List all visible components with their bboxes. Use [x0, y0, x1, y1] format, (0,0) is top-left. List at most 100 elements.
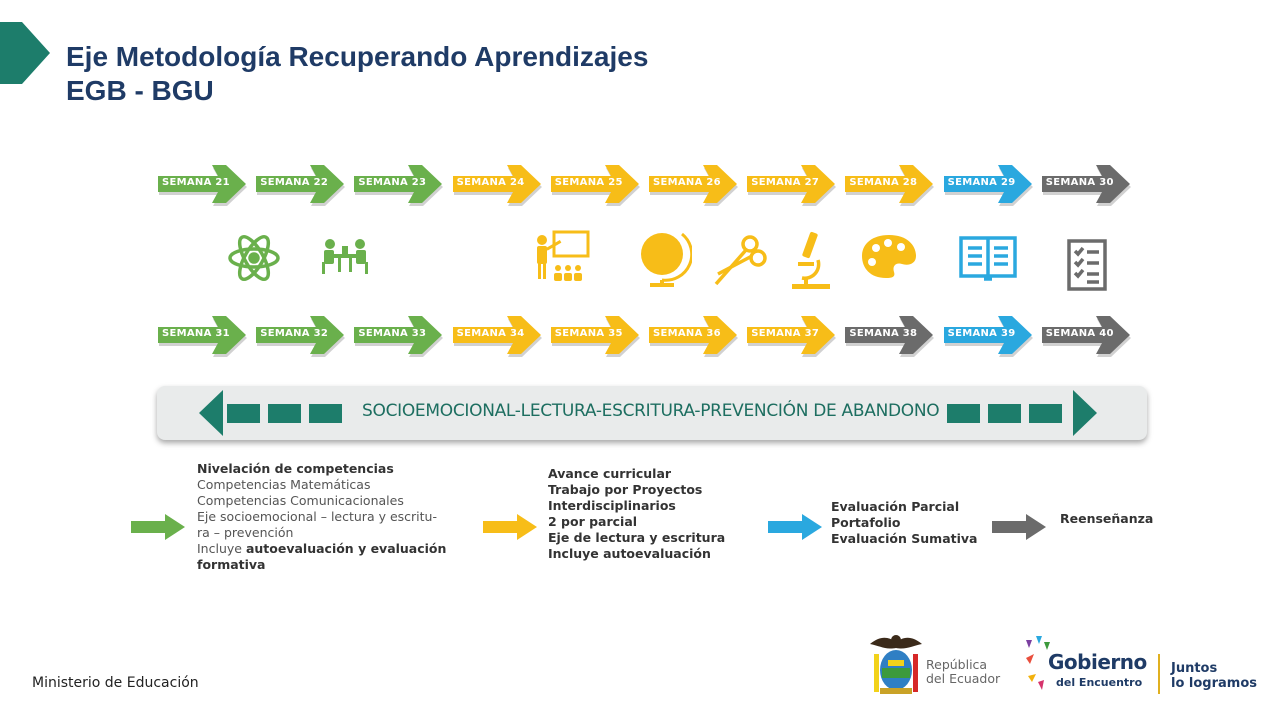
book-icon [958, 234, 1017, 290]
gobierno-logo: Gobierno del Encuentro Juntos lo logramo… [1024, 634, 1264, 698]
week-arrow: SEMANA 30 [1040, 162, 1132, 206]
banner-text: SOCIOEMOCIONAL-LECTURA-ESCRITURA-PREVENC… [362, 401, 940, 421]
week-label: SEMANA 21 [162, 177, 230, 188]
week-label: SEMANA 36 [653, 328, 721, 339]
group-work-icon [318, 232, 374, 288]
week-arrow-shape [1041, 165, 1131, 206]
legend-yellow-line: Avance curricular [548, 466, 672, 481]
republica-line-1: República [926, 657, 988, 672]
week-arrow-shape [649, 165, 738, 206]
del-encuentro-text: del Encuentro [1056, 676, 1143, 689]
title-line-1: Eje Metodología Recuperando Aprendizajes [66, 41, 649, 72]
week-arrow: SEMANA 40 [1040, 313, 1132, 357]
legend-green-line: Competencias Comunicacionales [197, 493, 404, 508]
legend-yellow-line: Interdisciplinarios [548, 498, 676, 513]
legend-yellow-line: Eje de lectura y escritura [548, 530, 726, 545]
republica-line-2: del Ecuador [926, 671, 1001, 686]
week-label: SEMANA 26 [653, 177, 721, 188]
week-arrow-shape [845, 316, 935, 357]
week-arrow: SEMANA 39 [942, 313, 1034, 357]
ministry-label: Ministerio de Educación [32, 675, 199, 691]
banner-square [988, 404, 1021, 423]
week-arrow: SEMANA 34 [451, 313, 543, 357]
week-label: SEMANA 22 [260, 177, 329, 188]
week-arrow-shape [158, 165, 247, 206]
week-arrow-shape [452, 165, 542, 206]
week-label: SEMANA 37 [751, 328, 820, 339]
title-line-2: EGB - BGU [66, 75, 214, 106]
week-label: SEMANA 27 [751, 177, 820, 188]
week-arrow-shape [256, 316, 346, 357]
week-arrow: SEMANA 38 [843, 313, 935, 357]
week-arrow-shape [943, 165, 1033, 206]
banner-square [947, 404, 980, 423]
legend-arrow-green-icon [131, 514, 185, 540]
legend-green-line: Incluye autoevaluación y evaluación [197, 541, 446, 557]
week-label: SEMANA 40 [1045, 328, 1114, 339]
cross-cutting-axis-banner: SOCIOEMOCIONAL-LECTURA-ESCRITURA-PREVENC… [157, 386, 1147, 440]
legend-arrow-blue-icon [768, 514, 822, 540]
week-arrow: SEMANA 35 [549, 313, 641, 357]
coat-of-arms-icon [870, 635, 922, 694]
legend-blue-line: Evaluación Parcial [831, 499, 960, 514]
atom-icon [226, 230, 282, 286]
legend-blue-line: Portafolio [831, 515, 901, 530]
legend-yellow-line: Trabajo por Proyectos [548, 482, 703, 497]
week-label: SEMANA 30 [1045, 177, 1114, 188]
legend-green-line: formativa [197, 557, 266, 572]
week-arrow-shape [550, 165, 640, 206]
week-label: SEMANA 38 [849, 328, 918, 339]
week-arrow-shape [649, 316, 738, 357]
week-arrow-shape [1041, 316, 1131, 357]
page-title: Eje Metodología Recuperando Aprendizajes… [66, 40, 648, 108]
week-arrow: SEMANA 26 [647, 162, 739, 206]
week-arrow-shape [452, 316, 542, 357]
week-arrow: SEMANA 23 [352, 162, 444, 206]
legend-green-text: Nivelación de competencias Competencias … [197, 461, 446, 573]
week-arrow-shape [747, 316, 837, 357]
week-arrow: SEMANA 25 [549, 162, 641, 206]
week-arrow: SEMANA 33 [352, 313, 444, 357]
legend-arrow-gray-icon [992, 514, 1046, 540]
legend-gray-line: Reenseñanza [1060, 511, 1154, 526]
week-label: SEMANA 31 [162, 328, 230, 339]
legend-green-bold: autoevaluación y evaluación [245, 541, 447, 556]
week-arrow: SEMANA 27 [745, 162, 837, 206]
gobierno-text: Gobierno [1048, 650, 1147, 674]
legend-blue-text: Evaluación Parcial Portafolio Evaluación… [831, 499, 977, 547]
week-arrow-shape [845, 165, 935, 206]
week-label: SEMANA 23 [358, 177, 427, 188]
globe-icon [636, 228, 694, 287]
banner-square [1029, 404, 1062, 423]
palette-icon [860, 232, 916, 288]
week-arrow-shape [354, 316, 444, 357]
week-arrow: SEMANA 31 [156, 313, 248, 357]
week-arrow: SEMANA 32 [254, 313, 346, 357]
logo-divider [1158, 654, 1160, 694]
week-arrow-shape [158, 316, 247, 357]
legend-green-line: Eje socioemocional – lectura y escritu- [197, 509, 437, 524]
week-arrow-shape [747, 165, 837, 206]
week-label: SEMANA 25 [554, 177, 623, 188]
week-arrow-shape [943, 316, 1033, 357]
week-arrow: SEMANA 21 [156, 162, 248, 206]
legend-arrow-yellow-icon [483, 514, 537, 540]
scissors-icon [712, 232, 768, 288]
legend-green-line: ra – prevención [197, 525, 294, 540]
legend-green-includes: Incluye [197, 541, 246, 556]
week-arrow: SEMANA 29 [942, 162, 1034, 206]
week-arrow-shape [256, 165, 346, 206]
arrow-left-icon [199, 390, 223, 436]
republica-logo: República del Ecuador [866, 630, 1006, 696]
legend-blue-line: Evaluación Sumativa [831, 531, 978, 546]
legend-green-heading: Nivelación de competencias [197, 461, 394, 476]
week-label: SEMANA 29 [947, 177, 1016, 188]
week-label: SEMANA 34 [456, 328, 525, 339]
checklist-icon [1066, 238, 1122, 294]
week-label: SEMANA 39 [947, 328, 1016, 339]
legend-yellow-line: 2 por parcial [548, 514, 638, 529]
week-arrow: SEMANA 24 [451, 162, 543, 206]
arrow-right-icon [1073, 390, 1097, 436]
legend-yellow-line: Incluye autoevaluación [548, 546, 711, 561]
juntos-line-2: lo logramos [1171, 676, 1258, 691]
